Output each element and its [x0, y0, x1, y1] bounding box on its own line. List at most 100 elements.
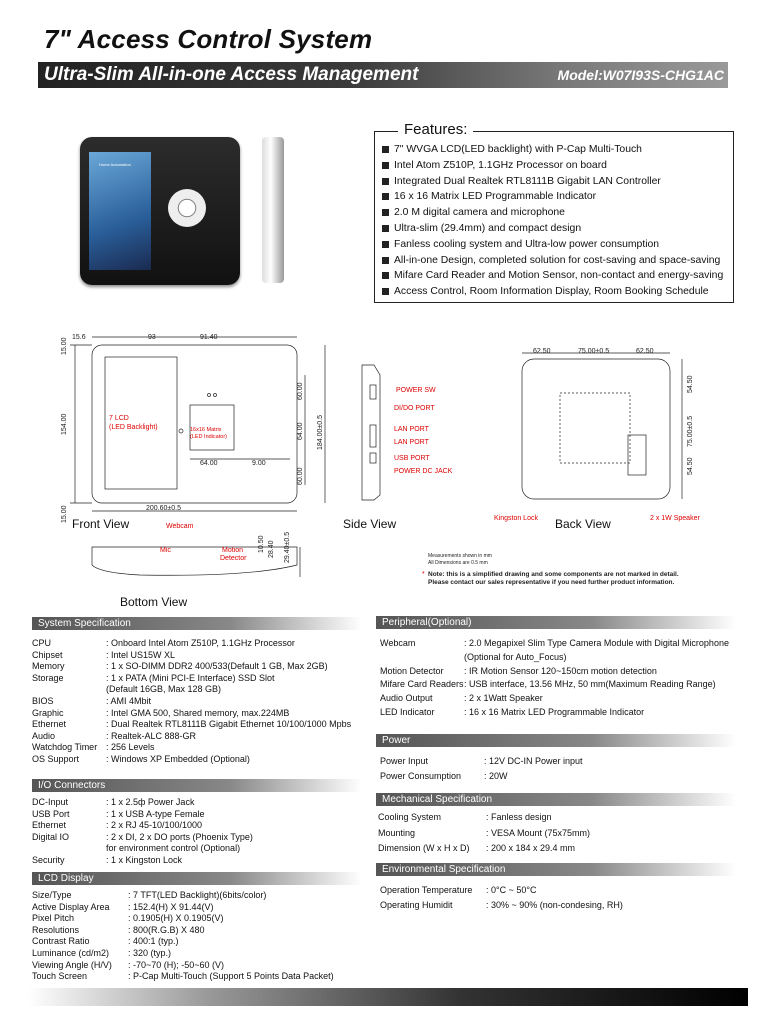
feature-item: Mifare Card Reader and Motion Sensor, no… — [382, 268, 734, 284]
spec-value: : 2 x 1Watt Speaker — [464, 693, 543, 704]
lcd-header: LCD Display — [32, 872, 362, 885]
measure-note-2: All Dimensions are 0.5 mm — [428, 560, 488, 566]
measure-note-1: Measurements shown in mm — [428, 553, 492, 559]
feature-item: Intel Atom Z510P, 1.1GHz Processor on bo… — [382, 158, 734, 174]
spec-row: (Default 16GB, Max 128 GB) — [32, 684, 362, 696]
spec-value: : 1 x Kingston Lock — [106, 855, 183, 865]
spec-row: Operation Temperature: 0°C ~ 50°C — [380, 885, 736, 900]
spec-value: (Optional for Auto_Focus) — [464, 651, 567, 662]
dim-93: 93 — [148, 334, 156, 341]
spec-row: Storage: 1 x PATA (Mini PCI-E Interface)… — [32, 673, 362, 685]
spec-key: CPU — [32, 638, 52, 648]
label-lan-port-2: LAN PORT — [394, 439, 430, 446]
spec-row: Contrast Ratio: 400:1 (typ.) — [32, 936, 362, 948]
spec-row: Security: 1 x Kingston Lock — [32, 855, 362, 867]
spec-value: : Realtek-ALC 888-GR — [106, 730, 197, 741]
spec-key: Ethernet — [32, 719, 67, 730]
spec-key: Dimension (W x H x D) — [378, 843, 470, 853]
spec-value: : AMI 4Mbit — [106, 696, 152, 706]
spec-row: (Optional for Auto_Focus) — [380, 652, 736, 666]
spec-value: : -70~70 (H); -50~60 (V) — [128, 959, 225, 970]
bottom-view-drawing: Mic Motion Detector 10.50 28.40 29.40±0.… — [91, 532, 301, 609]
spec-row: Dimension (W x H x D) : 200 x 184 x 29.4 … — [378, 843, 734, 859]
label-matrix-indicator: (LED Indicator) — [190, 434, 227, 440]
spec-row: Mifare Card Readers: USB interface, 13.5… — [380, 679, 736, 693]
spec-value: : 200 x 184 x 29.4 mm — [486, 843, 576, 853]
led-matrix-icon — [168, 189, 206, 227]
subtitle: Ultra-Slim All-in-one Access Management — [44, 64, 419, 85]
label-detector: Detector — [220, 555, 247, 562]
spec-row: Power Input: 12V DC-IN Power input — [380, 756, 736, 771]
dim-64-a: 64.00 — [297, 422, 304, 440]
power-header: Power — [376, 734, 736, 747]
spec-row: DC-Input: 1 x 2.5ф Power Jack — [32, 797, 362, 809]
dim-15-00-bottom: 15.00 — [61, 505, 68, 523]
spec-key: LED Indicator — [380, 707, 435, 717]
spec-row: Ethernet: 2 x RJ 45-10/100/1000 — [32, 820, 362, 832]
back-dim-62-50-a: 62.50 — [533, 348, 551, 355]
label-dido-port: DI/DO PORT — [394, 405, 435, 412]
spec-row: USB Port : 1 x USB A-type Female — [32, 809, 362, 821]
dim-9: 9.00 — [252, 460, 266, 467]
back-dim-54-50-b: 54.50 — [687, 457, 694, 475]
spec-key: Contrast Ratio — [32, 936, 90, 947]
spec-value: : 7 TFT(LED Backlight)(6bits/color) — [128, 890, 267, 900]
spec-row: Touch Screen: P-Cap Multi-Touch (Support… — [32, 971, 362, 983]
spec-value: : Onboard Intel Atom Z510P, 1.1GHz Proce… — [106, 638, 295, 648]
spec-key: USB Port — [32, 808, 70, 819]
label-motion: Motion — [222, 547, 243, 554]
dim-29-4: 29.40±0.5 — [284, 532, 291, 563]
spec-value: : 800(R.G.B) X 480 — [128, 924, 205, 935]
spec-value: : 320 (typ.) — [128, 948, 172, 958]
spec-value: : 1 x SO-DIMM DDR2 400/533(Default 1 GB,… — [106, 661, 328, 672]
spec-row: Viewing Angle (H/V): -70~70 (H); -50~60 … — [32, 960, 362, 972]
spec-key: Pixel Pitch — [32, 913, 75, 924]
spec-row: Webcam: 2.0 Megapixel Slim Type Camera M… — [380, 638, 736, 652]
model-number: Model:W07I93S-CHG1AC — [557, 67, 724, 83]
back-dim-54-50-a: 54.50 — [687, 375, 694, 393]
spec-value: : P-Cap Multi-Touch (Support 5 Points Da… — [128, 971, 334, 982]
dimension-drawings: 15.6 93 91.40 15.00 154.00 15.00 60.00 6… — [61, 334, 700, 609]
label-matrix: 16x16 Matrix — [190, 427, 222, 433]
features-list: 7" WVGA LCD(LED backlight) with P-Cap Mu… — [382, 142, 734, 300]
feature-item: Ultra-slim (29.4mm) and compact design — [382, 221, 734, 237]
spec-key: Webcam — [380, 638, 416, 648]
spec-value: : 1 x PATA (Mini PCI-E Interface) SSD Sl… — [106, 672, 275, 683]
label-lan-port-1: LAN PORT — [394, 426, 430, 433]
spec-key: Graphic — [32, 707, 64, 718]
spec-row: Ethernet: Dual Realtek RTL8111B Gigabit … — [32, 719, 362, 731]
note-star: * — [422, 571, 425, 578]
spec-key: Size/Type — [32, 890, 72, 900]
spec-row: Pixel Pitch: 0.1905(H) X 0.1905(V) — [32, 913, 362, 925]
side-view-label: Side View — [343, 517, 396, 531]
spec-value: : Fanless design — [486, 812, 552, 822]
spec-value: : 256 Levels — [106, 742, 155, 753]
device-side-photo — [262, 137, 284, 283]
spec-row: CPU : Onboard Intel Atom Z510P, 1.1GHz Pr… — [32, 638, 362, 650]
device-screen-text: Home Automation — [99, 162, 131, 167]
spec-value: : 1 x USB A-type Female — [106, 808, 205, 819]
label-kingston: Kingston Lock — [494, 515, 538, 522]
back-view-drawing: 62.50 75.00±0.5 62.50 54.50 75.00±0.5 54… — [494, 348, 700, 531]
spec-key: Audio Output — [380, 693, 433, 704]
dim-28-4: 28.40 — [268, 540, 275, 558]
io-header: I/O Connectors — [32, 779, 362, 792]
spec-row: Digital IO: 2 x DI, 2 x DO ports (Phoeni… — [32, 832, 362, 844]
label-power-jack: POWER DC JACK — [394, 468, 453, 475]
dim-64-b: 64.00 — [200, 460, 218, 467]
spec-value: (Default 16GB, Max 128 GB) — [106, 684, 222, 695]
spec-value: : VESA Mount (75x75mm) — [486, 827, 591, 838]
spec-key: Audio — [32, 730, 56, 741]
back-dim-62-50-b: 62.50 — [636, 348, 654, 355]
front-view-drawing: 15.6 93 91.40 15.00 154.00 15.00 60.00 6… — [61, 334, 326, 531]
spec-key: Memory — [32, 661, 65, 672]
label-webcam: Webcam — [166, 523, 194, 530]
spec-value: : Intel US15W XL — [106, 649, 176, 660]
dim-200: 200.60±0.5 — [146, 505, 181, 512]
note-line-2: Please contact our sales representative … — [428, 579, 675, 586]
spec-key: Active Display Area — [32, 901, 110, 912]
feature-item: 16 x 16 Matrix LED Programmable Indicato… — [382, 189, 734, 205]
spec-key: Watchdog Timer — [32, 742, 98, 753]
dim-15-00-top: 15.00 — [61, 337, 68, 355]
spec-value: : 12V DC-IN Power input — [484, 756, 583, 766]
